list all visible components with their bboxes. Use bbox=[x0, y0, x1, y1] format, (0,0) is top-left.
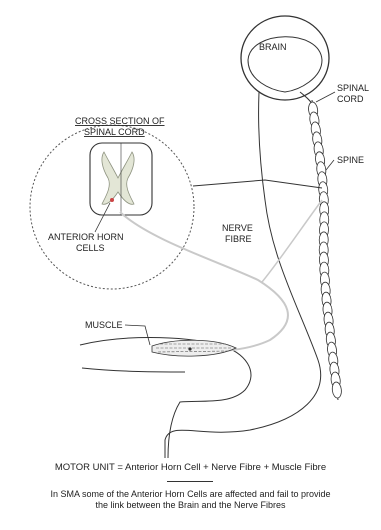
anterior-horn-label-line1: ANTERIOR HORN bbox=[48, 232, 124, 242]
body-outline bbox=[165, 40, 321, 458]
sma-note-line1: In SMA some of the Anterior Horn Cells a… bbox=[0, 489, 381, 500]
section-connector bbox=[193, 180, 322, 188]
vertebra bbox=[331, 382, 342, 399]
sma-note-line2: the link between the Brain and the Nerve… bbox=[0, 500, 381, 511]
caption-divider bbox=[167, 481, 213, 482]
muscle-pointer bbox=[125, 325, 150, 345]
spine-pointer bbox=[326, 160, 334, 170]
muscle-label: MUSCLE bbox=[85, 320, 123, 330]
spinal-cord-pointer bbox=[316, 92, 335, 102]
anterior-horn-label-line2: CELLS bbox=[76, 243, 105, 253]
spine bbox=[308, 100, 343, 400]
sma-note: In SMA some of the Anterior Horn Cells a… bbox=[0, 489, 381, 511]
spinal-cord-label-line1: SPINAL bbox=[337, 83, 369, 93]
anterior-horn-cell-marker bbox=[110, 198, 114, 202]
brain-label: BRAIN bbox=[259, 42, 287, 52]
cross-section-label-line1: CROSS SECTION OF bbox=[75, 116, 165, 126]
brain bbox=[241, 16, 329, 104]
nerve-fibre-label-line1: NERVE bbox=[222, 223, 253, 233]
nerve-fibre-spine-branch bbox=[262, 200, 322, 282]
nerve-fibre-label-line2: FIBRE bbox=[225, 234, 252, 244]
spinal-cord-cross-section bbox=[90, 143, 152, 215]
muscle bbox=[152, 340, 236, 356]
leg-lower-outline bbox=[82, 368, 185, 372]
motor-unit-caption: MOTOR UNIT = Anterior Horn Cell + Nerve … bbox=[0, 462, 381, 473]
spinal-cord-label-line2: CORD bbox=[337, 94, 364, 104]
spine-label: SPINE bbox=[337, 155, 364, 165]
cross-section-label-line2: SPINAL CORD bbox=[84, 127, 145, 137]
